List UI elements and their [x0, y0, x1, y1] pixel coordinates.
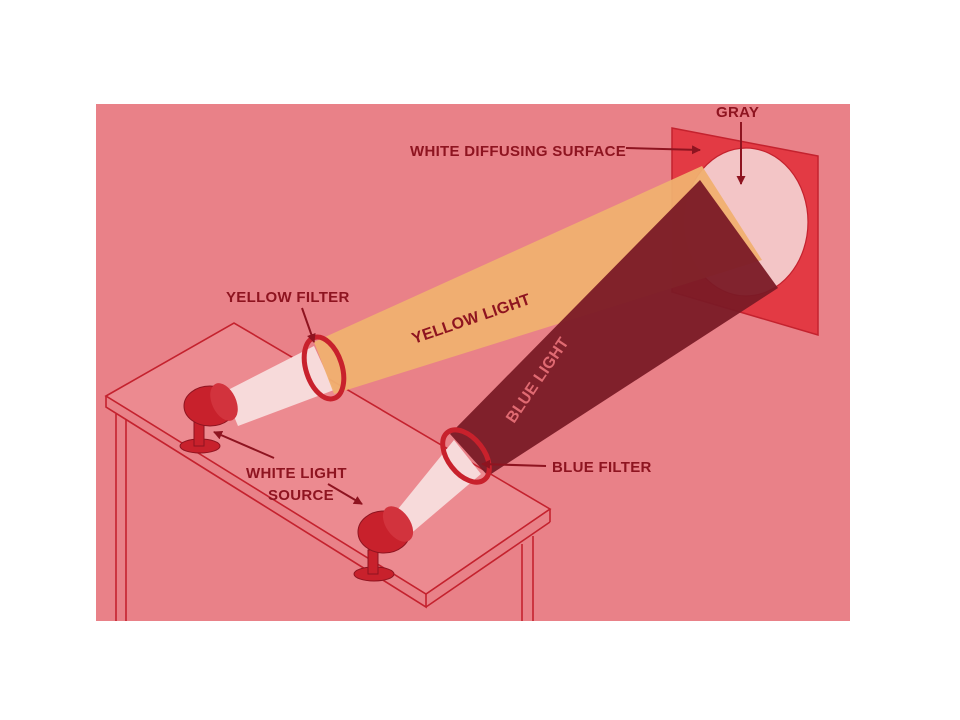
label-white-light-line1: WHITE LIGHT	[246, 465, 347, 482]
arrow-white-light-source-left	[213, 431, 275, 459]
diagram-slide: GRAY WHITE DIFFUSING SURFACE YELLOW FILT…	[96, 104, 850, 621]
label-yellow-filter: YELLOW FILTER	[226, 289, 350, 306]
blue-filter-ring	[440, 427, 492, 485]
blue-light-beam	[450, 180, 778, 476]
white-light-source-right	[353, 506, 414, 582]
label-white-diffusing-surface: WHITE DIFFUSING SURFACE	[410, 143, 626, 160]
arrow-yellow-filter	[301, 307, 316, 343]
diagram-canvas: GRAY WHITE DIFFUSING SURFACE YELLOW FILT…	[96, 104, 850, 621]
label-blue-filter: BLUE FILTER	[552, 459, 652, 476]
yellow-light-beam	[314, 166, 762, 394]
arrow-white-light-source-right	[327, 483, 363, 505]
white-light-source-left	[179, 383, 238, 454]
label-white-light-line2: SOURCE	[268, 487, 334, 504]
arrow-blue-filter	[481, 459, 547, 469]
white-beam-right	[394, 440, 481, 536]
table-side-edge	[425, 521, 551, 608]
table-front-edge	[105, 396, 427, 609]
arrow-white-diffusing-surface	[625, 145, 701, 155]
label-gray: GRAY	[716, 104, 759, 121]
leader-arrows	[213, 122, 746, 505]
